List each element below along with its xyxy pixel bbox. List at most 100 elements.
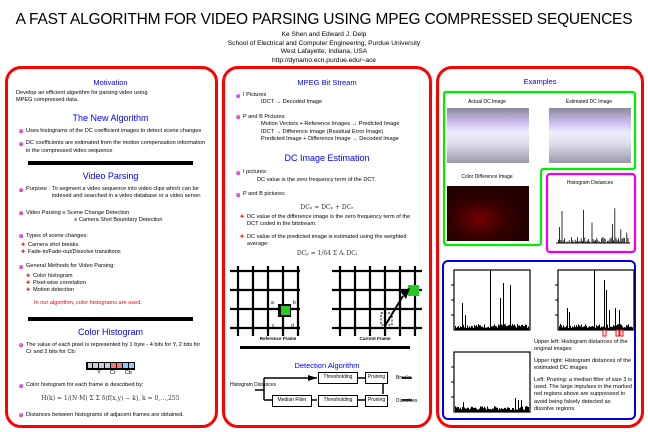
bar <box>526 325 527 330</box>
example-box-outlines <box>442 90 637 254</box>
bar <box>561 325 562 330</box>
i-pictures-line: IDCT → Decoded Image <box>261 99 323 106</box>
bar <box>476 408 477 412</box>
bar <box>470 327 471 330</box>
bar <box>478 409 479 412</box>
dc-formula-1: DCₙ = DCₚ + DCₑ <box>300 203 354 211</box>
motivation-text: Develop an efficient algorithm for parsi… <box>16 90 148 104</box>
hist-bar <box>602 237 604 243</box>
bar <box>509 408 510 412</box>
bullet: The value of each pixel is represented b… <box>16 342 205 357</box>
estimated-dc-image <box>549 108 631 163</box>
bar <box>504 324 505 330</box>
hist-bar <box>622 237 624 243</box>
bar <box>524 409 525 412</box>
bar <box>499 408 500 412</box>
bar <box>481 326 482 330</box>
bar <box>514 409 515 412</box>
motion-grids: a b c d <box>230 266 422 336</box>
bar <box>630 326 631 330</box>
bar <box>604 280 605 330</box>
bar <box>594 270 595 330</box>
divider <box>240 346 410 349</box>
bar <box>479 325 480 330</box>
bar <box>466 408 467 412</box>
bar <box>527 406 528 412</box>
examples-heading: Examples <box>523 77 557 86</box>
hist-bar <box>585 241 587 243</box>
bar <box>520 326 521 330</box>
pb-pictures-label: P and B Pictures <box>233 114 421 121</box>
bar <box>490 409 491 412</box>
bar <box>465 315 466 330</box>
bar <box>485 327 486 330</box>
purpose-bullet: Purpose :To segment a video sequence int… <box>16 186 205 201</box>
dissolves-output: Dissolves <box>396 398 418 404</box>
hist-bar <box>590 242 592 243</box>
bar <box>501 324 502 330</box>
bar <box>627 325 628 330</box>
bar <box>494 324 495 330</box>
bar <box>626 325 627 330</box>
bar <box>498 409 499 412</box>
bar <box>507 407 508 412</box>
bar <box>475 326 476 330</box>
bar <box>504 407 505 412</box>
red-region-marker <box>602 329 607 337</box>
bar <box>496 407 497 412</box>
histogram-distances-label: Histogram Distances <box>566 180 614 186</box>
bar <box>499 325 500 330</box>
video-parsing-heading: Video Parsing <box>82 171 139 182</box>
bar <box>559 326 560 330</box>
bar <box>519 408 520 412</box>
bar <box>495 406 496 412</box>
bar <box>493 325 494 330</box>
bar <box>515 326 516 330</box>
median-filter-box: Median Filter <box>272 395 312 407</box>
red-region-marker <box>619 329 624 337</box>
bar <box>593 326 594 330</box>
thresholding-box-bottom: Thresholding <box>318 395 358 407</box>
bar <box>606 290 607 330</box>
method-item: Color histogram <box>25 273 205 280</box>
bar <box>598 325 599 330</box>
bar <box>596 325 597 330</box>
hist-bar <box>571 237 572 243</box>
hist-bar <box>580 238 582 243</box>
hist-bar <box>561 211 563 243</box>
bullet: Distances between histograms of adjacent… <box>16 412 205 419</box>
dc-red-bullet: DC value of the difference image is the … <box>239 214 421 228</box>
url-link[interactable]: http://dynamo.ecn.purdue.edu/~ace <box>272 56 376 64</box>
bar <box>608 327 609 330</box>
detection-heading: Detection Algorithm <box>294 361 360 370</box>
divider <box>28 161 193 166</box>
bar <box>503 409 504 412</box>
bullet: Uses histograms of the DC coefficient im… <box>16 128 205 135</box>
bar <box>516 409 517 412</box>
bar <box>494 406 495 412</box>
bar <box>603 326 604 330</box>
bar <box>620 324 621 330</box>
bar <box>512 324 513 330</box>
bar <box>493 408 494 412</box>
bar <box>469 409 470 412</box>
dc-pb-label: P and B pictures: <box>233 191 421 198</box>
divider <box>28 316 193 321</box>
bar <box>621 324 622 330</box>
hist-bar <box>621 238 623 243</box>
bar <box>490 270 491 330</box>
purpose-label: Purpose : <box>26 186 50 193</box>
hist-bar <box>604 239 606 243</box>
label-cb: Cb <box>124 369 132 376</box>
types-label: Types of scene changes: <box>16 233 205 240</box>
bar <box>500 409 501 412</box>
algorithm-note: In our algorithm, color histograms are u… <box>34 300 142 307</box>
bar <box>517 409 518 412</box>
result-plots <box>451 269 635 413</box>
location: West Lafayette, Indiana, USA <box>280 48 368 55</box>
bar <box>489 327 490 330</box>
bar <box>588 327 589 330</box>
bar <box>523 325 524 330</box>
new-algorithm-heading: The New Algorithm <box>72 112 149 123</box>
hist-bar <box>589 241 590 243</box>
